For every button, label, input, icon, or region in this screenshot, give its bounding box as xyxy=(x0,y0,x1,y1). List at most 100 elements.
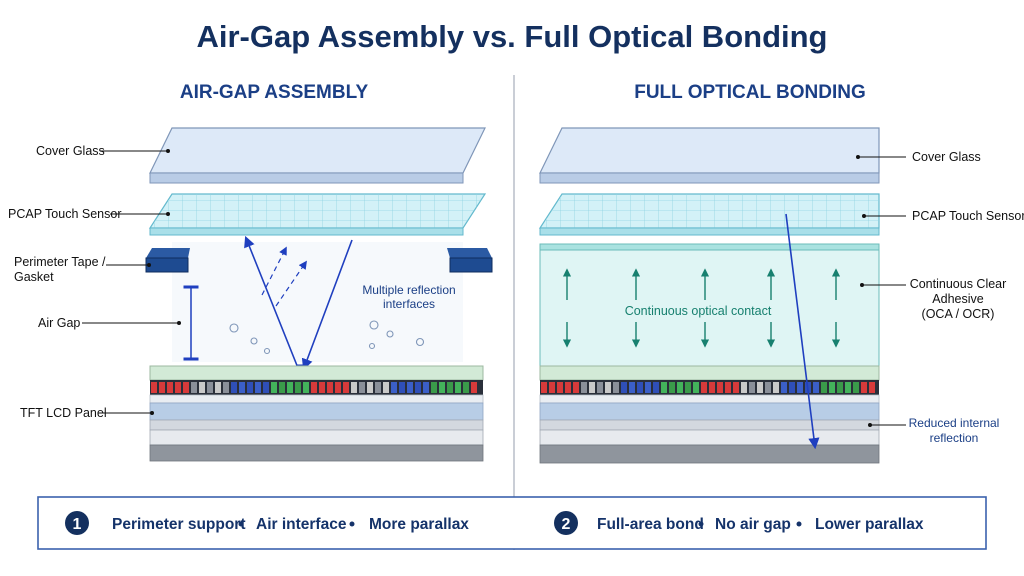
lcd-subpixel xyxy=(311,382,317,393)
lcd-subpixel xyxy=(199,382,205,393)
lcd-subpixel xyxy=(781,382,787,393)
right-pixel-row xyxy=(541,382,875,393)
label-adhesive-line2: Adhesive xyxy=(932,292,983,306)
summary-right-item-1: Full-area bond xyxy=(597,516,704,533)
label-gasket-line2: Gasket xyxy=(14,270,54,284)
reflection-reduced-line2: reflection xyxy=(930,431,979,445)
lcd-subpixel xyxy=(319,382,325,393)
lcd-subpixel xyxy=(621,382,627,393)
lcd-subpixel xyxy=(741,382,747,393)
lcd-subpixel xyxy=(431,382,437,393)
lcd-subpixel xyxy=(717,382,723,393)
summary-left-item-2: Air interface xyxy=(256,516,347,533)
contact-note: Continuous optical contact xyxy=(625,304,772,318)
lcd-subpixel xyxy=(167,382,173,393)
lcd-subpixel xyxy=(797,382,803,393)
lcd-subpixel xyxy=(725,382,731,393)
label-touch-sensor-right: PCAP Touch Sensor xyxy=(912,209,1024,223)
summary-box xyxy=(37,496,987,550)
adhesive-layer xyxy=(539,243,880,367)
bullet-dot xyxy=(698,521,704,527)
lcd-subpixel xyxy=(605,382,611,393)
lcd-subpixel xyxy=(367,382,373,393)
lcd-subpixel xyxy=(383,382,389,393)
summary-left-item-1: Perimeter support xyxy=(112,516,246,533)
lcd-subpixel xyxy=(399,382,405,393)
optical-bonding-stack: Continuous optical contact xyxy=(538,127,880,464)
lcd-subpixel xyxy=(271,382,277,393)
lcd-subpixel xyxy=(255,382,261,393)
lcd-subpixel xyxy=(279,382,285,393)
lcd-subpixel xyxy=(709,382,715,393)
lcd-subpixel xyxy=(869,382,875,393)
lcd-subpixel xyxy=(813,382,819,393)
lcd-subpixel xyxy=(837,382,843,393)
lcd-subpixel xyxy=(765,382,771,393)
reflection-note-line2: interfaces xyxy=(383,297,435,311)
label-lcd-panel: TFT LCD Panel xyxy=(20,406,107,420)
lcd-subpixel xyxy=(829,382,835,393)
badge-2 xyxy=(554,511,578,535)
lcd-subpixel xyxy=(589,382,595,393)
lcd-subpixel xyxy=(343,382,349,393)
lcd-subpixel xyxy=(151,382,157,393)
lcd-subpixel xyxy=(549,382,555,393)
lcd-subpixel xyxy=(175,382,181,393)
lcd-subpixel xyxy=(749,382,755,393)
lcd-subpixel xyxy=(541,382,547,393)
bullet-dot xyxy=(796,521,802,527)
lcd-subpixel xyxy=(335,382,341,393)
lcd-subpixel xyxy=(231,382,237,393)
lcd-subpixel xyxy=(391,382,397,393)
bullet-dot xyxy=(238,521,244,527)
lcd-subpixel xyxy=(287,382,293,393)
air-bubbles xyxy=(229,320,425,355)
lcd-subpixel xyxy=(661,382,667,393)
lcd-subpixel xyxy=(645,382,651,393)
left-leader-lines xyxy=(82,149,181,415)
lcd-subpixel xyxy=(565,382,571,393)
lcd-subpixel xyxy=(773,382,779,393)
lcd-subpixel xyxy=(303,382,309,393)
summary-left-item-3: More parallax xyxy=(369,516,469,533)
air-gap-region xyxy=(172,242,463,362)
summary-right-item-3: Lower parallax xyxy=(815,516,924,533)
lcd-subpixel xyxy=(597,382,603,393)
lcd-subpixel xyxy=(183,382,189,393)
lcd-subpixel xyxy=(471,382,477,393)
summary-right: 2 Full-area bond No air gap Lower parall… xyxy=(554,511,924,535)
lcd-subpixel xyxy=(613,382,619,393)
lcd-subpixel xyxy=(685,382,691,393)
label-cover-glass-right: Cover Glass xyxy=(912,150,981,164)
lcd-subpixel xyxy=(653,382,659,393)
lcd-subpixel xyxy=(439,382,445,393)
label-cover-glass-left: Cover Glass xyxy=(36,144,105,158)
page-title: Air-Gap Assembly vs. Full Optical Bondin… xyxy=(196,19,827,54)
lcd-subpixel xyxy=(191,382,197,393)
lcd-subpixel xyxy=(573,382,579,393)
air-gap-stack xyxy=(145,127,493,462)
right-touch-sensor xyxy=(538,193,880,236)
lcd-subpixel xyxy=(351,382,357,393)
lcd-subpixel xyxy=(239,382,245,393)
lcd-subpixel xyxy=(415,382,421,393)
lcd-subpixel xyxy=(159,382,165,393)
lcd-subpixel xyxy=(581,382,587,393)
lcd-subpixel xyxy=(455,382,461,393)
lcd-subpixel xyxy=(295,382,301,393)
lcd-subpixel xyxy=(733,382,739,393)
lcd-subpixel xyxy=(757,382,763,393)
right-lcd-panel xyxy=(539,365,880,464)
lcd-subpixel xyxy=(423,382,429,393)
contact-arrows xyxy=(562,268,841,348)
left-pixel-row xyxy=(151,382,477,393)
summary-left: 1 Perimeter support Air interface More p… xyxy=(65,511,469,535)
lcd-subpixel xyxy=(207,382,213,393)
label-adhesive-line1: Continuous Clear xyxy=(910,277,1007,291)
lcd-subpixel xyxy=(789,382,795,393)
lcd-subpixel xyxy=(845,382,851,393)
label-gasket-line1: Perimeter Tape / xyxy=(14,255,106,269)
lcd-subpixel xyxy=(247,382,253,393)
